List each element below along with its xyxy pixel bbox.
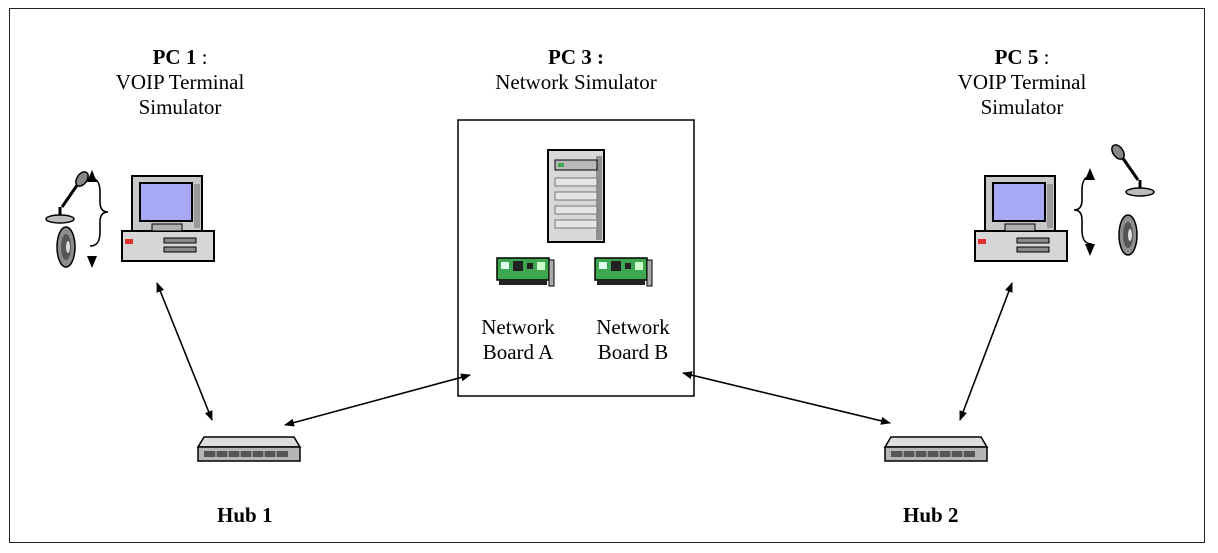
pc5-name: PC 5 — [994, 45, 1039, 69]
network-board-b-label: Network Board B — [583, 315, 683, 365]
microphone-icon — [1107, 141, 1156, 198]
pc5-role-line2: Simulator — [980, 95, 1064, 119]
link-board-b-hub2 — [682, 371, 891, 425]
pc5-label: PC 5 : VOIP Terminal Simulator — [912, 45, 1132, 120]
network-board-a-label: Network Board A — [468, 315, 568, 365]
hub1-label: Hub 1 — [217, 503, 273, 527]
network-card-icon — [496, 257, 555, 287]
microphone-icon — [44, 168, 93, 225]
link-hub1-board-a — [284, 373, 471, 427]
pc1-role-line1: VOIP Terminal — [115, 70, 245, 94]
link-pc5-hub2 — [959, 282, 1013, 421]
desktop-computer-icon — [121, 175, 215, 262]
server-tower-icon — [547, 149, 605, 243]
hub2-label: Hub 2 — [903, 503, 959, 527]
pc5-role-line1: VOIP Terminal — [957, 70, 1087, 94]
board-b-line2: Board B — [597, 340, 669, 364]
pc3-label: PC 3 : Network Simulator — [466, 45, 686, 95]
link-pc1-hub1 — [156, 282, 213, 421]
diagram-frame — [9, 8, 1205, 543]
board-b-line1: Network — [596, 315, 670, 339]
network-card-icon — [594, 257, 653, 287]
pc1-separator: : — [196, 45, 208, 69]
network-hub-icon — [197, 436, 301, 462]
pc1-role-line2: Simulator — [138, 95, 222, 119]
pc1-label: PC 1 : VOIP Terminal Simulator — [70, 45, 290, 120]
pc3-name: PC 3 : — [548, 45, 604, 69]
brace-icon — [1073, 175, 1093, 245]
network-hub-icon — [884, 436, 988, 462]
pc1-name: PC 1 — [152, 45, 197, 69]
desktop-computer-icon — [974, 175, 1068, 262]
pc3-role: Network Simulator — [495, 70, 657, 94]
board-a-line1: Network — [481, 315, 555, 339]
pc5-separator: : — [1038, 45, 1050, 69]
brace-icon — [89, 177, 109, 247]
speaker-icon — [1118, 214, 1138, 256]
speaker-icon — [56, 226, 76, 268]
board-a-line2: Board A — [482, 340, 554, 364]
